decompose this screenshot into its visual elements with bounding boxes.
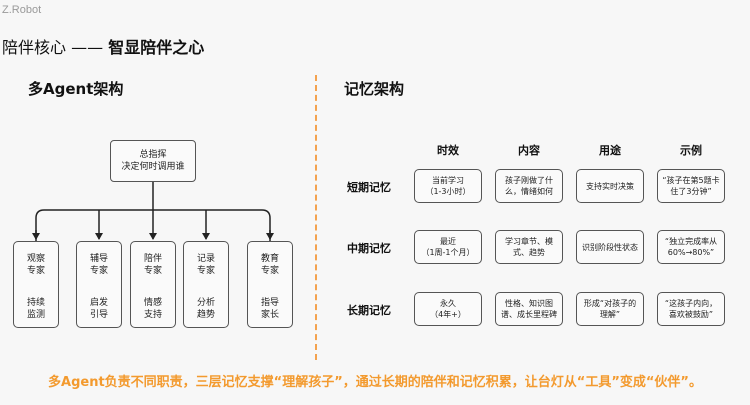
column-header: 内容 [518,144,540,157]
memory-cell: 当前学习 （1-3小时） [414,169,482,203]
agent-role: 陪伴 [143,254,162,264]
cell-line: 识别阶段性状态 [582,242,638,252]
agent-node-recorder: 记录 专家 分析 趋势 [183,241,229,328]
cell-line: 学习章节、模式、趋势 [505,237,553,257]
commander-node: 总指挥 决定何时调用谁 [110,140,196,182]
agent-duty: 监测 [26,310,45,320]
agent-node-tutor: 辅导 专家 启发 引导 [76,241,122,328]
column-header: 时效 [437,144,459,157]
agent-role: 专家 [26,266,45,276]
column-header: 用途 [599,144,621,157]
cell-line: “独立完成率从60%→80%” [664,237,718,257]
cell-line: 支持实时决策 [586,181,634,191]
memory-cell: 性格、知识图谱、成长里程碑 [495,292,563,326]
agent-duty: 启发 [89,298,108,308]
row-label-short-term: 短期记忆 [347,181,391,194]
cell-line: “孩子在第5题卡住了3分钟” [662,176,720,196]
memory-cell: 最近 （1周-1个月） [414,230,482,264]
agent-node-companion: 陪伴 专家 情感 支持 [130,241,176,328]
memory-cell: 永久 （4年+） [414,292,482,326]
agent-duty: 分析 [196,298,215,308]
cell-line: 孩子刚做了什么，情绪如何 [505,176,553,196]
page-title-prefix: 陪伴核心 —— [2,38,109,57]
agent-duty: 家长 [260,310,279,320]
memory-cell: 识别阶段性状态 [576,230,644,264]
agent-role: 专家 [143,266,162,276]
memory-cell: 学习章节、模式、趋势 [495,230,563,264]
commander-desc: 决定何时调用谁 [121,162,185,172]
agent-duty: 持续 [26,298,45,308]
agent-role: 专家 [260,266,279,276]
agent-node-educator: 教育 专家 指导 家长 [247,241,293,328]
cell-line: （1周-1个月） [421,248,475,257]
memory-cell: 支持实时决策 [576,169,644,203]
agent-architecture-title: 多Agent架构 [28,80,124,98]
agent-role: 教育 [260,254,279,264]
agent-role: 专家 [89,266,108,276]
agent-role: 观察 [26,254,45,264]
cell-line: （1-3小时） [425,187,471,196]
memory-cell: 形成“对孩子的理解” [576,292,644,326]
cell-line: 永久 [440,299,456,308]
section-divider [315,75,317,360]
agent-duty: 趋势 [196,310,215,320]
row-label-mid-term: 中期记忆 [347,242,391,255]
agent-role: 辅导 [89,254,108,264]
agent-duty: 情感 [143,298,162,308]
memory-cell: “孩子在第5题卡住了3分钟” [657,169,725,203]
cell-line: 最近 [440,237,456,246]
cell-line: 形成“对孩子的理解” [583,299,637,319]
agent-duty: 支持 [143,310,162,320]
agent-node-observer: 观察 专家 持续 监测 [13,241,59,328]
page-title-main: 智显陪伴之心 [108,38,205,57]
page-title: 陪伴核心 —— 智显陪伴之心 [2,34,204,58]
agent-duty: 引导 [89,310,108,320]
agent-role: 专家 [196,266,215,276]
cell-line: （4年+） [430,310,466,319]
memory-cell: “这孩子内向，喜欢被鼓励” [657,292,725,326]
cell-line: “这孩子内向，喜欢被鼓励” [664,299,718,319]
commander-title: 总指挥 [139,150,167,160]
agent-role: 记录 [196,254,215,264]
memory-cell: 孩子刚做了什么，情绪如何 [495,169,563,203]
column-header: 示例 [680,144,702,157]
cell-line: 当前学习 [432,176,464,185]
cell-line: 性格、知识图谱、成长里程碑 [501,299,557,319]
memory-cell: “独立完成率从60%→80%” [657,230,725,264]
agent-duty: 指导 [260,298,279,308]
agent-tree-connectors [32,182,274,241]
row-label-long-term: 长期记忆 [347,304,391,317]
brand-logo: Z.Robot [2,4,42,16]
memory-architecture-title: 记忆架构 [344,80,405,98]
summary-footer: 多Agent负责不同职责，三层记忆支撑“理解孩子”，通过长期的陪伴和记忆积累，让… [48,375,702,390]
